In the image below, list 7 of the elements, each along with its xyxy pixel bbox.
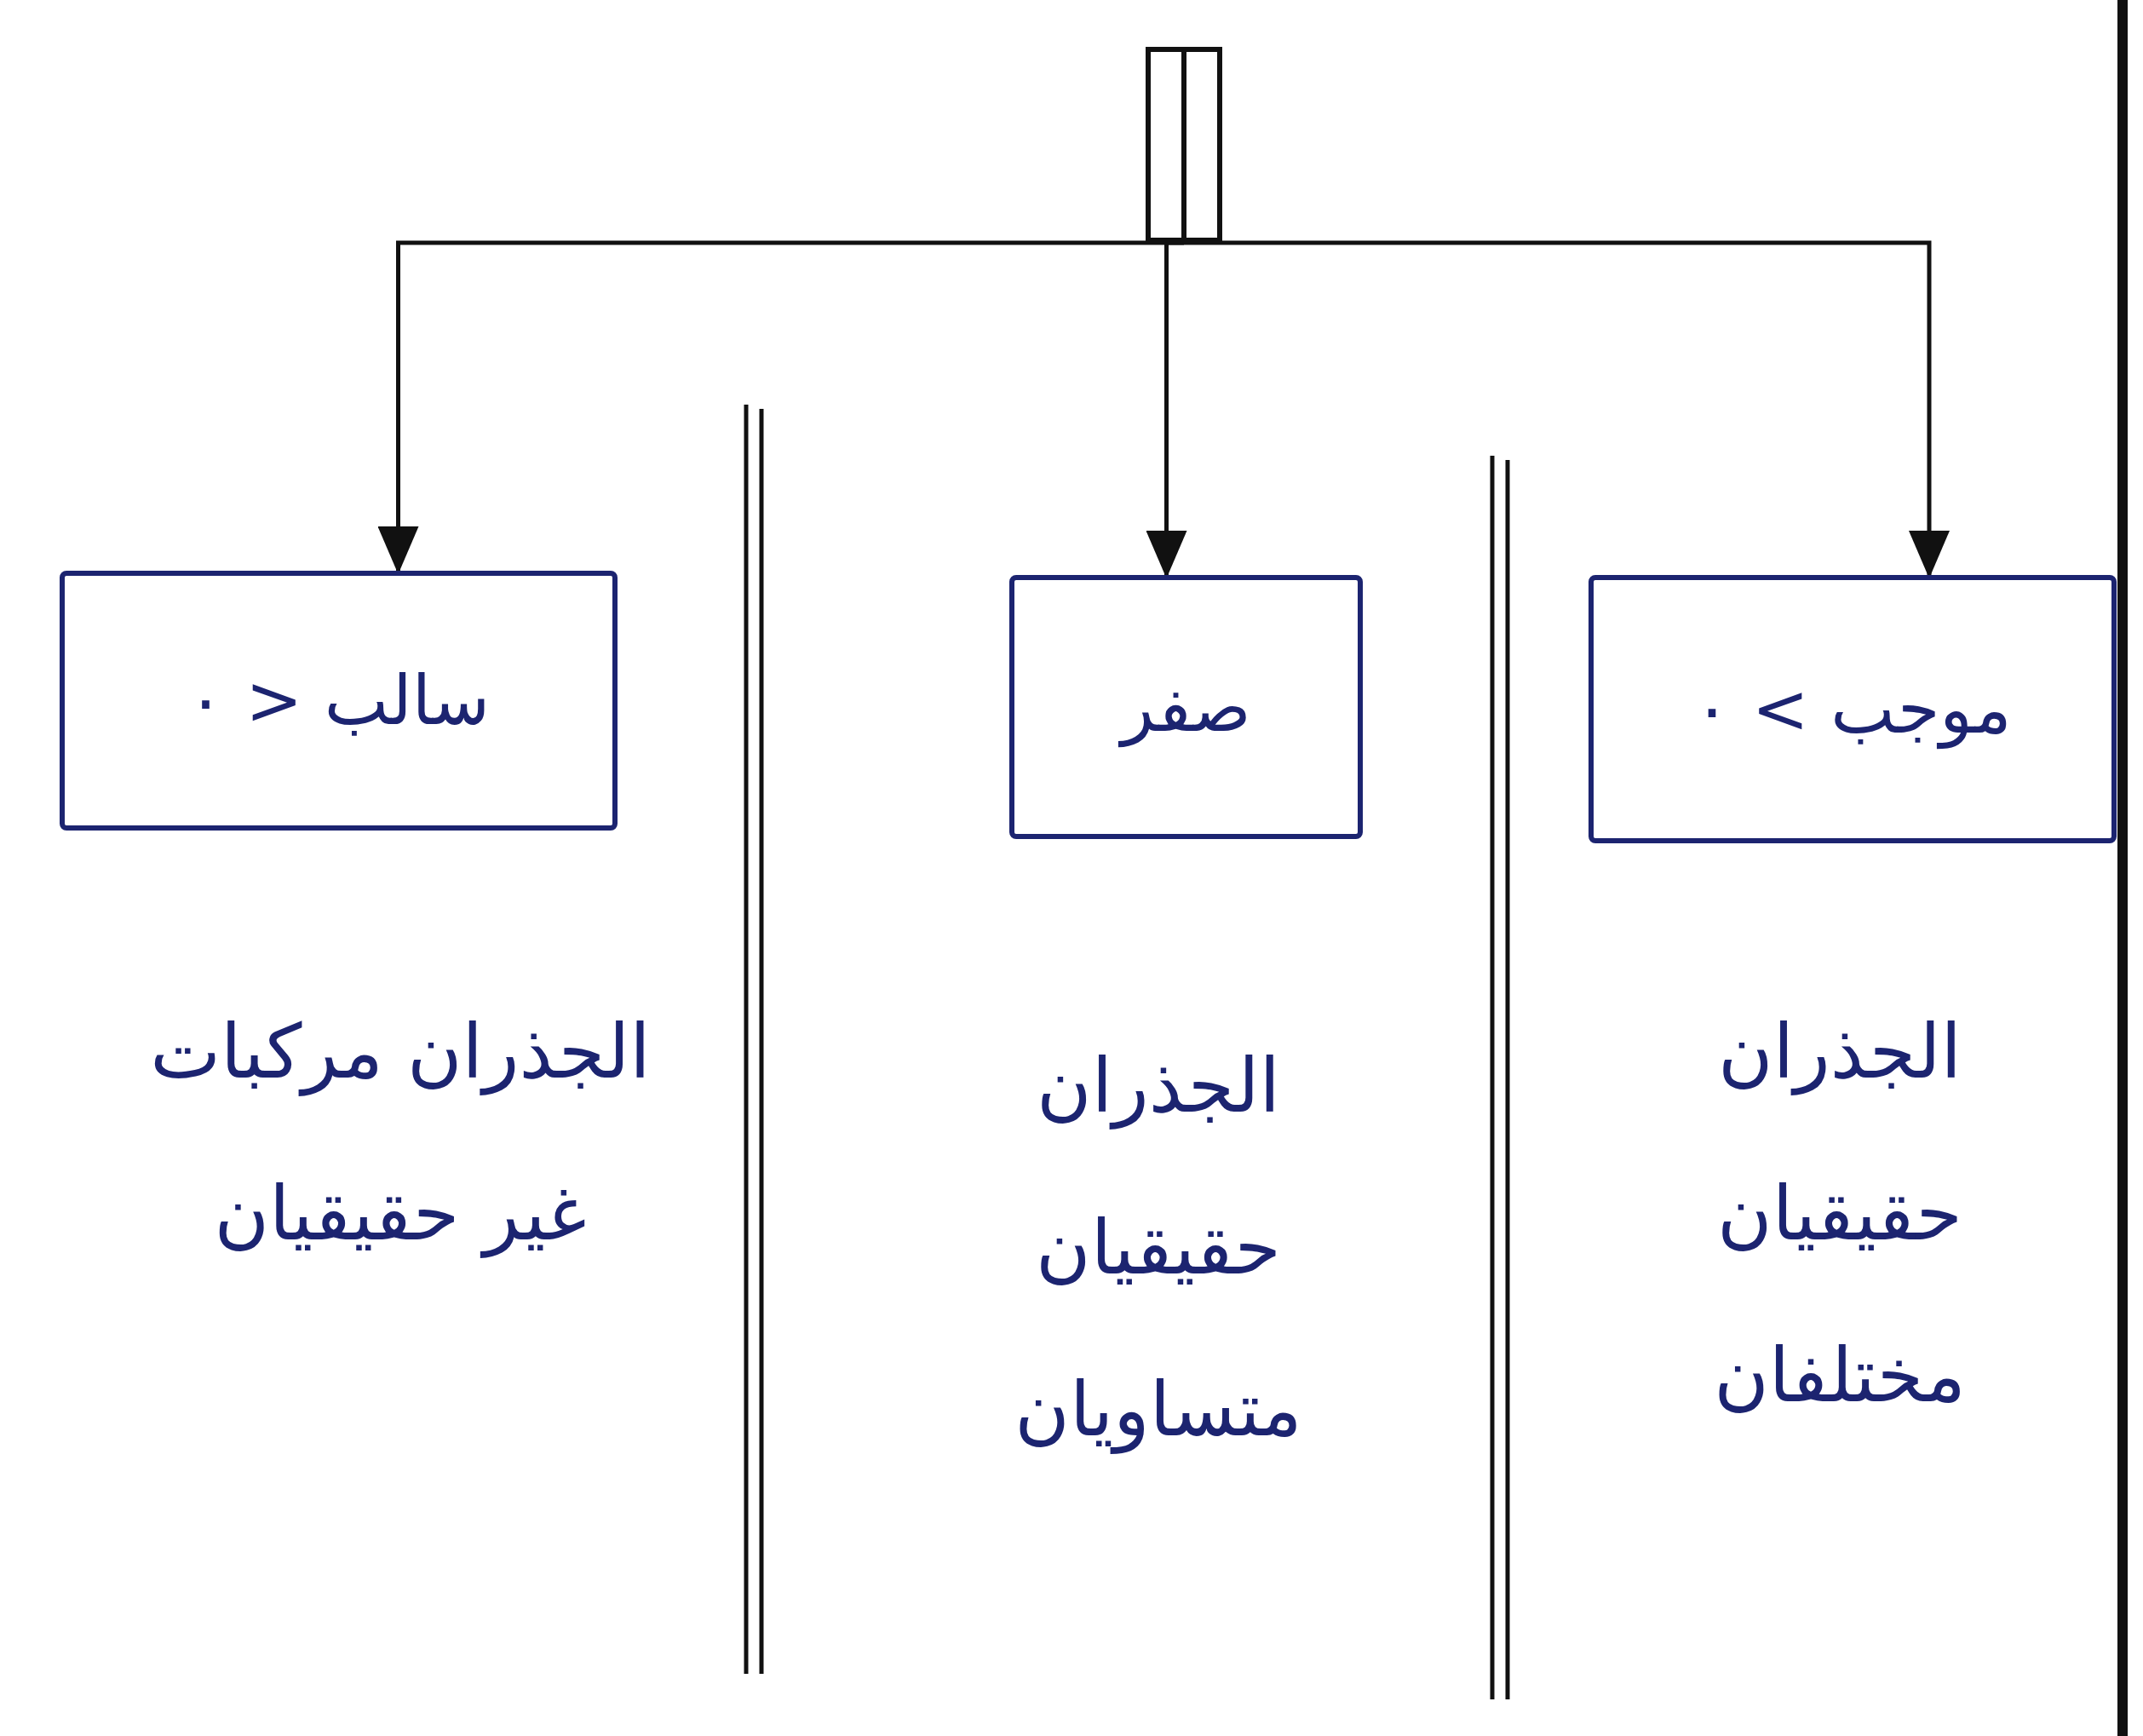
process-box: سالب < ٠: [60, 571, 618, 831]
note-text: الجذران مركبات غير حقيقيان: [149, 1007, 652, 1260]
note-text: الجذران حقيقيان مختلفان: [1713, 1007, 1967, 1421]
bar-symbol: [1146, 47, 1222, 243]
process-box: صفر: [1009, 575, 1363, 839]
note-text: الجذران حقيقيان متساويان: [1014, 1041, 1303, 1456]
process-box: موجب > ٠: [1589, 575, 2117, 843]
